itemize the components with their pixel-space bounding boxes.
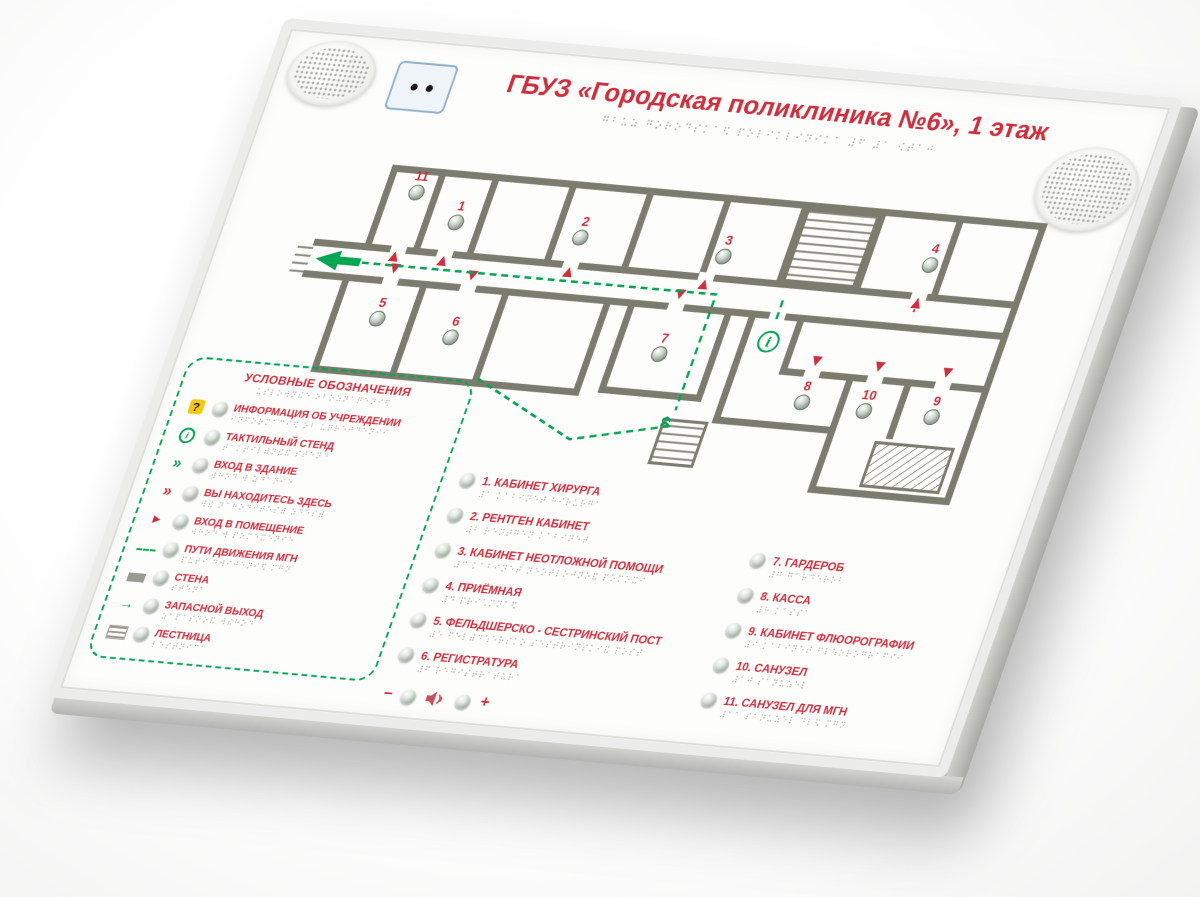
volume-controls: − + <box>380 685 493 713</box>
walls <box>301 164 1048 506</box>
tactile-dome-button[interactable] <box>191 457 211 474</box>
map-marker-number: 2 <box>580 214 592 229</box>
tactile-dome-button[interactable] <box>151 569 172 586</box>
map-marker-6[interactable]: 6 <box>441 313 466 346</box>
volume-plus-label: + <box>477 694 493 712</box>
speaker-mesh <box>286 44 377 102</box>
map-marker-8[interactable]: 8 <box>792 378 817 411</box>
tactile-dome-button[interactable] <box>748 552 768 569</box>
volume-down-button[interactable] <box>399 688 419 705</box>
floor-plan: » i 11 1 2 3 4 5 6 7 8 10 9 <box>288 164 1048 506</box>
map-marker-number: 3 <box>723 233 735 248</box>
info-plate-icon: ? <box>186 398 206 415</box>
map-marker-number: 4 <box>930 241 943 256</box>
tactile-sign-board: ГБУЗ «Городская поликлиника №6», 1 этаж … <box>47 18 1200 795</box>
stairwell-top <box>781 208 881 289</box>
map-marker-number: 1 <box>456 199 468 214</box>
tactile-dome-button[interactable] <box>171 513 191 530</box>
map-marker-2[interactable]: 2 <box>570 214 595 246</box>
tactile-dome-button[interactable] <box>723 622 744 639</box>
room-entrance-arrows <box>387 251 954 378</box>
map-marker-number: 7 <box>659 330 671 345</box>
tactile-dome-button[interactable] <box>421 577 441 593</box>
map-marker-11[interactable]: 11 <box>407 168 432 201</box>
tactile-dome-button[interactable] <box>736 587 756 604</box>
info-point[interactable]: i <box>755 330 781 353</box>
tactile-dome-button[interactable] <box>202 429 223 446</box>
tactile-dome-button[interactable] <box>408 611 429 628</box>
door-gaps <box>380 244 953 392</box>
tactile-dome-button[interactable] <box>131 626 152 642</box>
map-marker-number: 8 <box>802 379 814 394</box>
board-face: ГБУЗ «Городская поликлиника №6», 1 этаж … <box>47 18 1184 778</box>
map-marker-number: 11 <box>413 168 431 184</box>
map-marker-number: 6 <box>450 314 462 329</box>
tactile-dome-button[interactable] <box>699 692 719 708</box>
stairwell-hatched <box>858 440 956 495</box>
mgn-route-to-legend <box>476 377 671 441</box>
tactile-dome-button[interactable] <box>433 542 453 558</box>
tactile-dome-button[interactable] <box>445 507 466 524</box>
map-marker-number: 10 <box>860 387 879 403</box>
tactile-dome-button[interactable] <box>210 401 231 417</box>
you-are-here-icon: » <box>160 482 173 500</box>
stairwell-bottom <box>647 417 709 469</box>
headphone-jack-plate[interactable] <box>383 60 460 115</box>
stairs-icon <box>105 624 130 640</box>
entrance-steps <box>288 242 315 274</box>
tactile-dome-button[interactable] <box>396 646 417 663</box>
wall-swatch-icon <box>126 571 147 583</box>
room-label: 8. КАССА <box>758 590 813 607</box>
volume-minus-label: − <box>380 685 396 703</box>
map-marker-number: 5 <box>377 295 389 310</box>
speaker-grille-left <box>277 37 386 110</box>
mgn-path-icon <box>135 547 156 554</box>
tactile-dome-button[interactable] <box>711 657 732 674</box>
map-marker-9[interactable]: 9 <box>922 393 947 426</box>
map-marker-number: 9 <box>931 393 943 408</box>
tactile-stand-icon: i <box>176 426 198 444</box>
route-red-dash <box>912 298 920 313</box>
emergency-exit-icon: → <box>116 594 138 613</box>
tactile-dome-button[interactable] <box>161 541 181 558</box>
building-entrance-arrow <box>315 250 362 271</box>
map-marker-7[interactable]: 7 <box>649 330 674 363</box>
mgn-route-path <box>338 259 718 411</box>
speaker-icon <box>425 691 443 707</box>
you-are-here-chevron: » <box>650 414 678 428</box>
info-point-glyph: i <box>763 336 773 351</box>
room-entrance-icon: ▶ <box>151 513 162 524</box>
jack-socket[interactable] <box>424 84 434 92</box>
jack-socket[interactable] <box>409 82 419 91</box>
tactile-dome-button[interactable] <box>181 485 201 502</box>
map-marker-1[interactable]: 1 <box>446 198 471 231</box>
building-entrance-icon: » <box>170 453 183 472</box>
tactile-dome-button[interactable] <box>141 597 162 614</box>
map-marker-5[interactable]: 5 <box>367 295 392 327</box>
volume-up-button[interactable] <box>453 693 474 710</box>
map-marker-10[interactable]: 10 <box>854 387 879 419</box>
